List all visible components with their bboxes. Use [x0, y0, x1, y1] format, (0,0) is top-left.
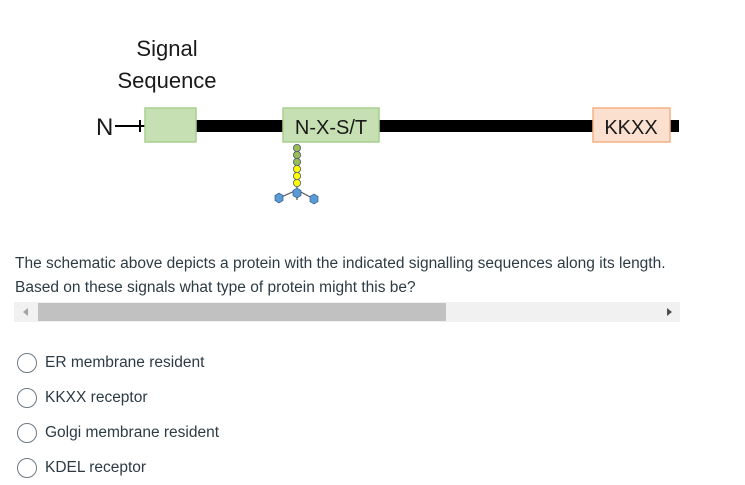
kkxx-motif-box: [592, 107, 671, 143]
option-kkxx-receptor[interactable]: KKXX receptor: [17, 380, 219, 415]
option-label: KDEL receptor: [45, 458, 147, 476]
option-er-membrane-resident[interactable]: ER membrane resident: [17, 345, 219, 380]
option-label: Golgi membrane resident: [45, 423, 220, 441]
radio-button[interactable]: [17, 457, 37, 478]
scroll-right-arrow-icon[interactable]: [667, 308, 672, 316]
question-text: The schematic above depicts a protein wi…: [15, 255, 666, 296]
signal-label-line1: Signal: [136, 36, 197, 61]
option-label: ER membrane resident: [45, 353, 205, 371]
protein-backbone-end: [670, 120, 679, 132]
glycosylation-motif-box: [282, 107, 380, 143]
radio-button[interactable]: [17, 387, 37, 408]
signal-label-line2: Sequence: [117, 68, 216, 93]
protein-schematic-svg: Signal Sequence N N-X-S/T KKXX: [96, 36, 679, 205]
kkxx-motif-label: KKXX: [604, 117, 657, 139]
radio-button[interactable]: [17, 352, 37, 373]
signal-sequence-box: [144, 107, 197, 143]
option-label: KKXX receptor: [45, 388, 148, 406]
glycosylation-motif-label: N-X-S/T: [295, 117, 367, 139]
scrollbar-thumb[interactable]: [38, 303, 446, 321]
protein-schematic: Signal Sequence N N-X-S/T KKXX: [0, 0, 745, 230]
protein-backbone: [196, 120, 593, 132]
option-kdel-receptor[interactable]: KDEL receptor: [17, 450, 219, 485]
n-terminus-label: N: [96, 114, 113, 141]
radio-button[interactable]: [17, 422, 37, 443]
scroll-left-arrow-icon[interactable]: [23, 308, 28, 316]
horizontal-scrollbar[interactable]: [14, 302, 680, 322]
option-golgi-membrane-resident[interactable]: Golgi membrane resident: [17, 415, 219, 450]
n-linked-glycan-icon: [274, 143, 319, 205]
answer-options: ER membrane resident KKXX receptor Golgi…: [17, 345, 219, 485]
